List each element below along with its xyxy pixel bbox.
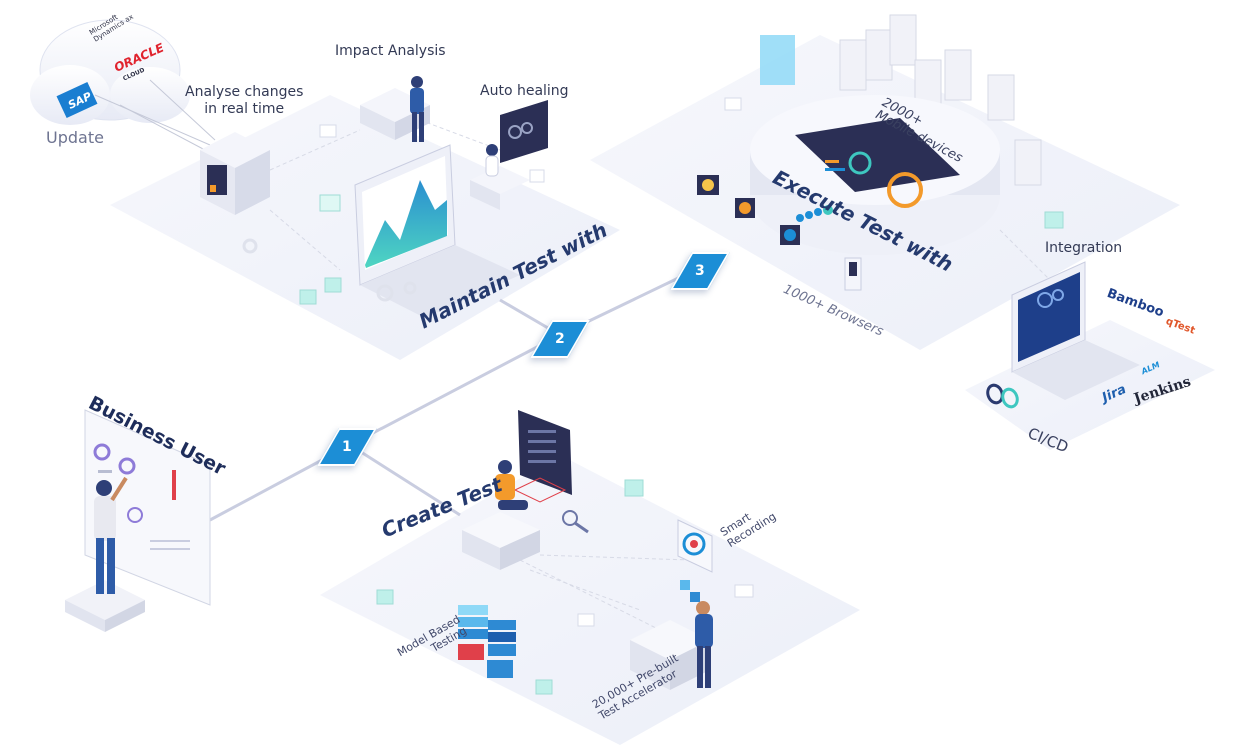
execute-cylinder xyxy=(750,95,1000,255)
small-cubes xyxy=(299,97,1064,695)
cicd-laptop xyxy=(1011,261,1140,400)
server-towers xyxy=(839,14,1042,186)
smart-recording-icon xyxy=(677,519,713,573)
analyse-label: Analyse changes in real time xyxy=(185,84,304,117)
laptop-illustration xyxy=(354,144,520,318)
impact-desk xyxy=(360,76,430,142)
create-test-illustration xyxy=(462,410,589,570)
business-user-board xyxy=(65,409,211,632)
auto-healing-label: Auto healing xyxy=(480,83,569,99)
integration-label: Integration xyxy=(1045,240,1123,256)
browser-monitors xyxy=(697,175,862,291)
update-label: Update xyxy=(46,128,104,147)
impact-analysis-label: Impact Analysis xyxy=(335,43,446,59)
auto-healing-illustration xyxy=(470,100,548,210)
infinity-icon xyxy=(986,383,1019,409)
gear-icons xyxy=(242,238,417,302)
server-box xyxy=(200,132,270,215)
accelerator-illustration xyxy=(630,580,713,690)
door-panel xyxy=(760,35,795,85)
cloud-illustration xyxy=(30,19,190,125)
create-platform xyxy=(320,455,860,745)
model-based-blocks xyxy=(458,605,516,678)
